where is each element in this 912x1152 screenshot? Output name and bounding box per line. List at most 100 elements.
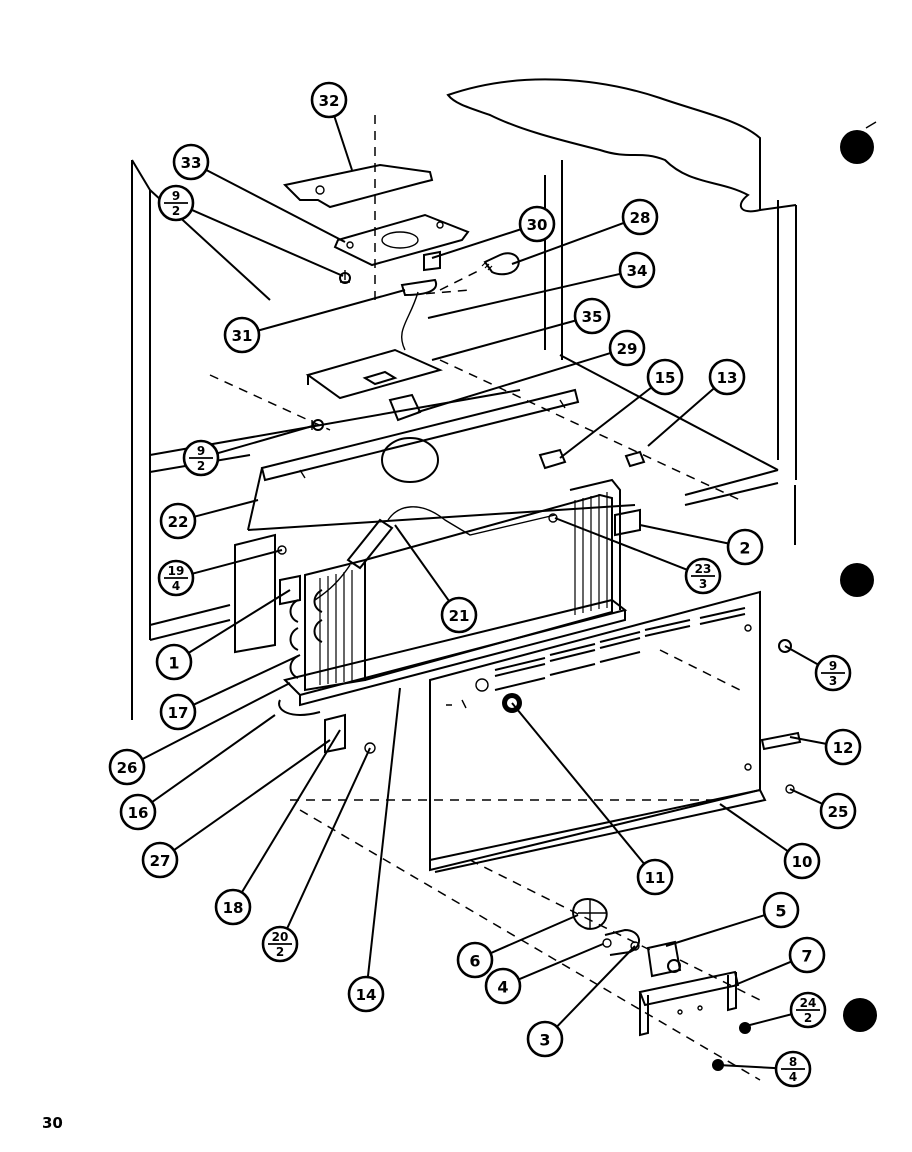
callout-circle <box>762 891 800 929</box>
callout-c15: 15 <box>646 358 684 396</box>
callout-label: 26 <box>117 759 138 777</box>
leader-line-c9-2a <box>191 208 344 277</box>
leader-line-c23-3 <box>554 517 688 571</box>
light-shield-part <box>282 163 434 209</box>
callout-numerator: 24 <box>800 996 817 1010</box>
callout-circle <box>310 81 348 119</box>
callout-label: 28 <box>630 209 651 227</box>
control-housing-part <box>305 348 443 430</box>
callout-c4: 4 <box>484 967 522 1005</box>
callout-label: 12 <box>833 739 854 757</box>
callout-circle <box>484 967 522 1005</box>
leader-line-c26 <box>141 682 291 761</box>
leader-line-c16 <box>151 714 276 803</box>
leader-line-c29 <box>417 352 612 413</box>
callout-denominator: 2 <box>804 1011 812 1025</box>
callout-label: 2 <box>739 539 750 558</box>
leader-line-c2 <box>639 524 729 545</box>
callout-label: 18 <box>223 899 244 917</box>
callout-c35: 35 <box>573 297 611 335</box>
callout-circle <box>526 1020 564 1058</box>
callout-c29: 29 <box>608 329 646 367</box>
callout-c9-3: 93 <box>814 654 852 692</box>
callout-denominator: 2 <box>172 204 180 218</box>
leader-line-c27 <box>173 739 331 852</box>
callout-c26: 26 <box>108 748 146 786</box>
callout-label: 30 <box>527 216 548 234</box>
callout-label: 6 <box>469 952 480 971</box>
leader-line-c19-4 <box>192 549 283 575</box>
callout-denominator: 4 <box>789 1070 797 1084</box>
leader-line-c22 <box>194 499 259 518</box>
callout-label: 14 <box>356 986 377 1004</box>
drain-trough-part <box>278 598 628 754</box>
callout-c14: 14 <box>347 975 385 1013</box>
callout-c3: 3 <box>526 1020 564 1058</box>
leader-lines <box>141 115 827 1070</box>
callout-circle <box>608 329 646 367</box>
leader-line-c20-2 <box>286 747 371 929</box>
callout-c9-2a: 92 <box>157 184 195 222</box>
callout-numerator: 9 <box>197 444 205 458</box>
leader-line-c3 <box>556 945 636 1028</box>
callout-numerator: 9 <box>172 189 180 203</box>
callout-label: 5 <box>775 902 786 921</box>
callout-c5: 5 <box>762 891 800 929</box>
leader-line-c9-3 <box>784 645 819 666</box>
callout-c10: 10 <box>783 842 821 880</box>
callout-label: 1 <box>168 654 179 673</box>
callout-c13: 13 <box>708 358 746 396</box>
callout-c20-2: 202 <box>261 925 299 963</box>
assembly-lines <box>209 115 761 1081</box>
leader-line-c30 <box>431 228 522 259</box>
leader-line-c34 <box>427 272 621 319</box>
callout-label: 13 <box>717 369 738 387</box>
callout-c32: 32 <box>310 81 348 119</box>
callout-circle <box>708 358 746 396</box>
leader-line-c14 <box>366 687 401 978</box>
callout-c17: 17 <box>159 693 197 731</box>
callout-numerator: 8 <box>789 1055 797 1069</box>
callout-circle <box>159 502 197 540</box>
cabinet-outline <box>131 159 797 720</box>
left-screws <box>312 272 351 431</box>
callout-label: 7 <box>801 947 812 966</box>
leader-line-c33 <box>205 168 346 243</box>
callout-circle <box>155 643 193 681</box>
bulb-and-socket-part <box>400 250 520 351</box>
callout-c6: 6 <box>456 941 494 979</box>
callout-c8-4: 84 <box>774 1050 812 1088</box>
callout-c22: 22 <box>159 502 197 540</box>
callout-circle <box>573 297 611 335</box>
leader-line-c24-2 <box>745 1013 792 1027</box>
leader-line-c12 <box>789 736 827 745</box>
callout-c16: 16 <box>119 793 157 831</box>
callout-c1: 1 <box>155 643 193 681</box>
leader-line-c1 <box>187 589 291 654</box>
callout-c7: 7 <box>788 936 826 974</box>
callout-c12: 12 <box>824 728 862 766</box>
leader-line-c5 <box>665 914 766 947</box>
accumulator-part <box>314 506 556 601</box>
callout-label: 10 <box>792 853 813 871</box>
leader-line-c11 <box>511 702 645 865</box>
callout-circle <box>726 528 764 566</box>
callout-c31: 31 <box>223 316 261 354</box>
callout-circle <box>108 748 146 786</box>
callout-label: 27 <box>150 852 171 870</box>
callout-label: 34 <box>627 262 648 280</box>
callout-c18: 18 <box>214 888 252 926</box>
callout-label: 29 <box>617 340 638 358</box>
callout-denominator: 4 <box>172 579 180 593</box>
leader-line-c4 <box>518 943 604 981</box>
callout-label: 11 <box>645 869 666 887</box>
evaporator-coil-part <box>289 478 621 692</box>
callout-denominator: 3 <box>699 577 707 591</box>
callout-circle <box>214 888 252 926</box>
leader-line-c8-4 <box>717 1064 777 1070</box>
callout-label: 33 <box>181 154 202 172</box>
callout-circle <box>621 198 659 236</box>
leader-line-c7 <box>734 960 792 986</box>
